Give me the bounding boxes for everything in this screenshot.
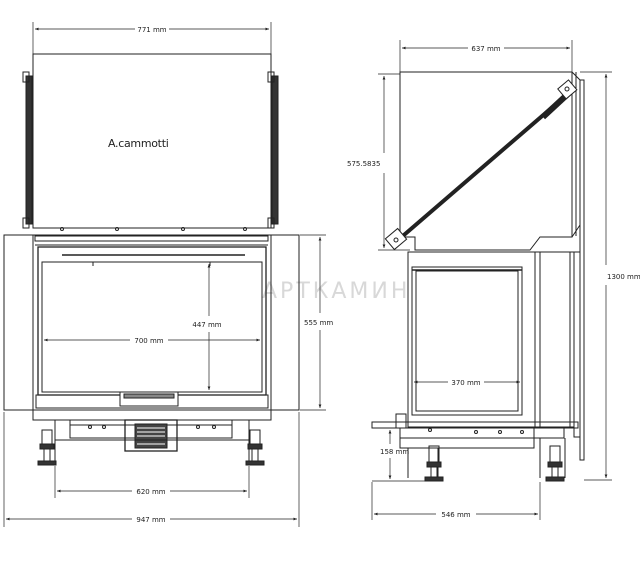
dim-top-width: 771 mm <box>137 26 166 34</box>
dim-base-width: 620 mm <box>136 488 165 496</box>
dim-front-total-height: 555 mm <box>304 319 333 327</box>
brand-logo-text: A.cammotti <box>108 137 169 150</box>
side-foot-rear <box>549 445 561 463</box>
dim-firebox-depth: 370 mm <box>451 379 480 387</box>
front-foot-right <box>249 429 261 445</box>
side-hood <box>399 71 573 251</box>
watermark-text: АРТКАМИН <box>262 279 410 304</box>
front-glass <box>41 261 263 393</box>
dim-top-depth: 637 mm <box>471 45 500 53</box>
front-dimensions <box>3 22 326 527</box>
front-hood-right-bar <box>271 75 279 225</box>
side-dimensions <box>371 40 612 520</box>
front-outer-frame <box>3 234 300 411</box>
front-hood-left-bar <box>25 75 33 225</box>
front-view <box>3 53 300 466</box>
front-hood-panel <box>32 53 272 229</box>
front-vent-grille <box>124 419 178 452</box>
side-gas-strut <box>395 90 572 243</box>
watermark: АРТКАМИН <box>262 279 410 304</box>
side-view <box>371 71 585 482</box>
dim-side-total-height: 1300 mm <box>607 273 640 281</box>
dim-base-depth: 546 mm <box>441 511 470 519</box>
dim-total-width: 947 mm <box>136 516 165 524</box>
front-dimension-labels: 771 mm 447 mm 700 mm 555 mm 620 mm 947 m… <box>134 26 333 524</box>
side-body <box>407 251 575 428</box>
dim-glass-width: 700 mm <box>134 337 163 345</box>
side-firebox <box>411 266 523 416</box>
brand-logo: A.cammotti <box>108 137 169 150</box>
front-firebox <box>37 246 267 396</box>
dim-glass-height: 447 mm <box>192 321 221 329</box>
front-foot-left <box>41 429 53 445</box>
dim-hood-height: 575.5835 <box>347 160 380 168</box>
side-dimension-labels: 637 mm 575.5835 1300 mm 370 mm 158 mm 54… <box>347 45 640 519</box>
dim-base-height: 158 mm <box>380 448 409 456</box>
